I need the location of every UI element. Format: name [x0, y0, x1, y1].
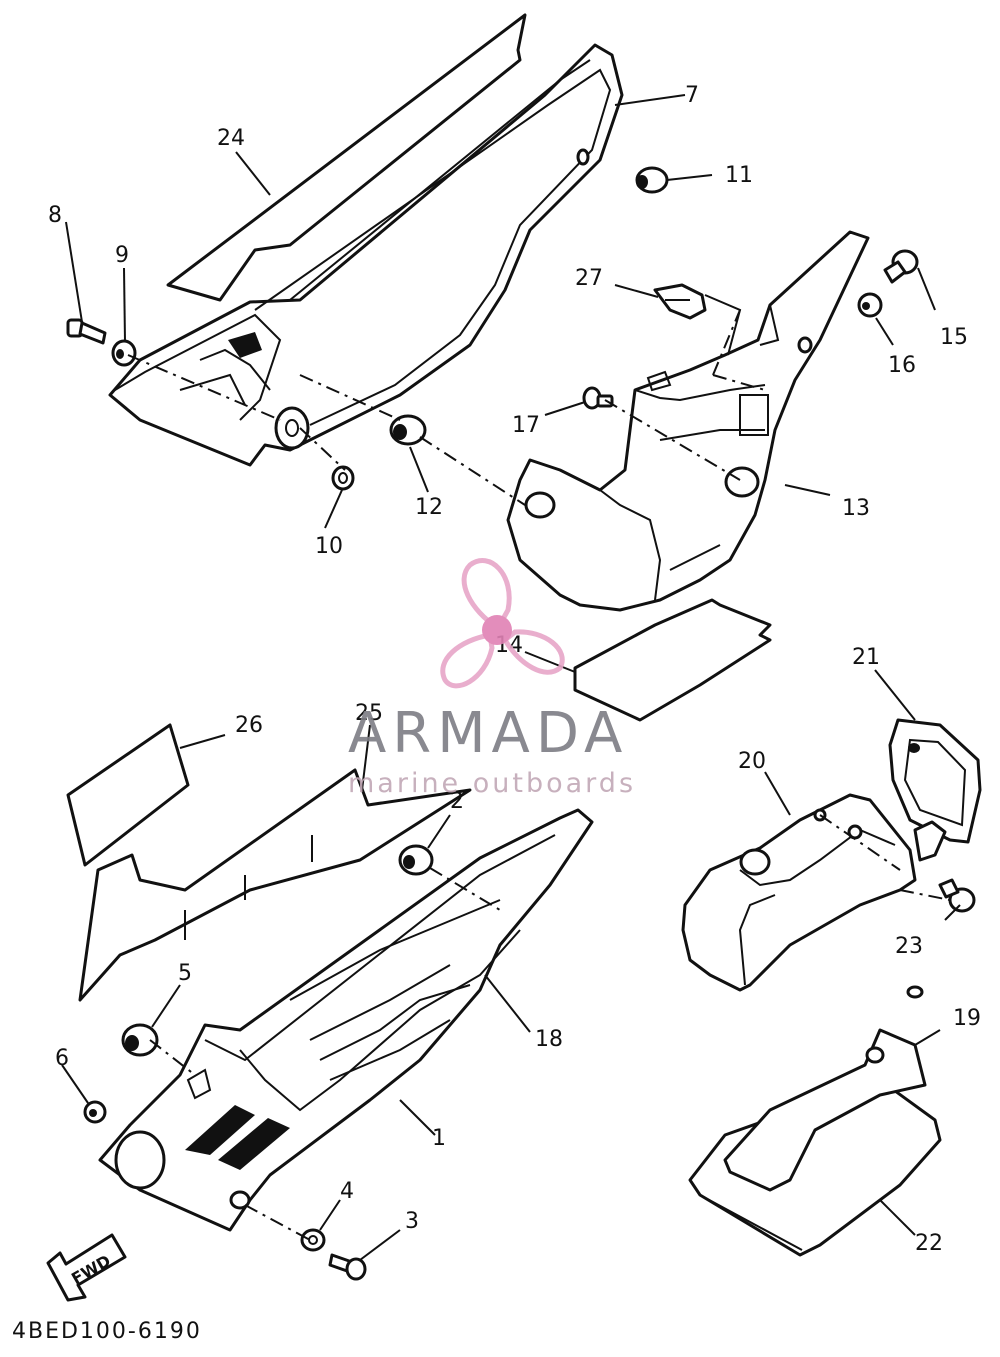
part-27-clip: [653, 283, 707, 320]
callout-17: 17: [512, 413, 540, 438]
part-4-washer: [300, 1228, 326, 1252]
callout-18: 18: [535, 1027, 563, 1052]
callout-8: 8: [48, 203, 62, 228]
part-16-collar: [857, 292, 883, 318]
part-17-screw: [582, 386, 614, 410]
part-13-bracket-box: [506, 230, 870, 612]
part-11-grommet: [635, 166, 669, 194]
callout-19: 19: [953, 1006, 981, 1031]
callout-23: 23: [895, 934, 923, 959]
part-18-emblem: [319, 984, 471, 1081]
part-25-graphic: [78, 768, 472, 1002]
armada-watermark: ARMADA marine outboards: [348, 558, 636, 799]
part-14-sheet: [573, 598, 772, 722]
callout-24: 24: [217, 126, 245, 151]
diagram-code: 4BED100-6190: [12, 1319, 202, 1344]
callout-27: 27: [575, 266, 603, 291]
callout-20: 20: [738, 749, 766, 774]
part-3-bolt: [328, 1253, 367, 1281]
callout-11: 11: [725, 163, 753, 188]
leader-lines: [61, 94, 961, 1261]
part-26-decal: [66, 723, 190, 867]
watermark-tagline: marine outboards: [348, 768, 636, 799]
callout-7: 7: [685, 83, 699, 108]
callout-1: 1: [432, 1126, 446, 1151]
part-12-grommet: [389, 414, 427, 446]
callout-25: 25: [355, 701, 383, 726]
part-7-upper-side-cover: [108, 43, 624, 467]
part-2-grommet: [398, 844, 434, 876]
part-24-decal: [166, 13, 527, 302]
callout-16: 16: [888, 353, 916, 378]
part-5-grommet: [121, 1023, 159, 1057]
part-23-bolt: [938, 878, 976, 913]
fwd-arrow-icon: FWD: [46, 1233, 127, 1302]
callout-6: 6: [55, 1046, 69, 1071]
callout-5: 5: [178, 961, 192, 986]
assembly-lines: [127, 309, 951, 1241]
callout-22: 22: [915, 1231, 943, 1256]
part-8-bolt: [66, 318, 107, 345]
callout-10: 10: [315, 534, 343, 559]
callout-9: 9: [115, 243, 129, 268]
callout-2: 2: [450, 789, 464, 814]
part-6-washer: [83, 1100, 107, 1124]
callout-26: 26: [235, 713, 263, 738]
callout-4: 4: [340, 1179, 354, 1204]
callout-3: 3: [405, 1209, 419, 1234]
callout-15: 15: [940, 325, 968, 350]
propeller-logo-icon: [440, 558, 565, 689]
part-15-bolt: [883, 249, 919, 284]
part-21-band: [888, 718, 982, 862]
callout-12: 12: [415, 495, 443, 520]
part-10-washer: [331, 465, 355, 491]
part-1-lower-side-cover: [98, 808, 594, 1232]
callout-13: 13: [842, 496, 870, 521]
watermark-brand: ARMADA: [348, 701, 628, 766]
part-20-tool-box: [681, 793, 924, 999]
callout-21: 21: [852, 645, 880, 670]
part-19-cover: [723, 1028, 927, 1192]
part-9-collar: [111, 339, 137, 367]
